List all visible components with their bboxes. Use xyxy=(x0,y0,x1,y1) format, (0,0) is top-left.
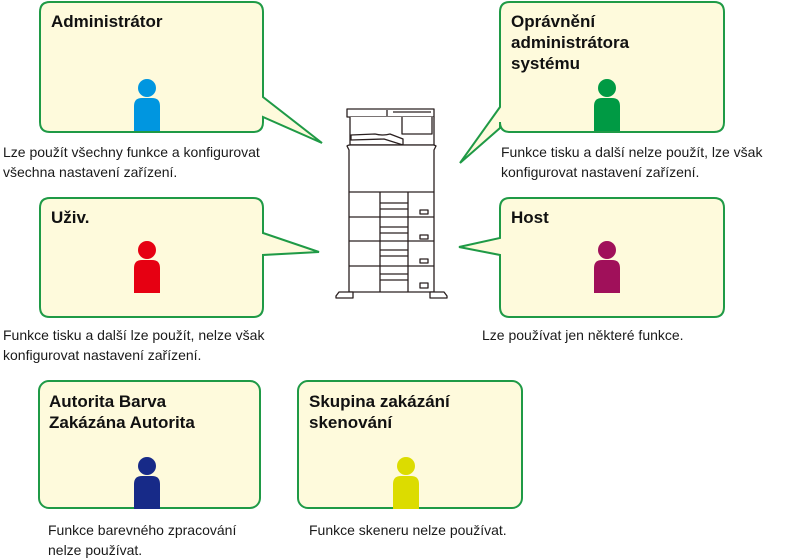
role-description-system-admin: Funkce tisku a další nelze použít, lze v… xyxy=(501,144,763,180)
bubble-user xyxy=(39,197,320,318)
person-icon xyxy=(134,457,160,509)
role-title-system-admin: Oprávnění administrátora systému xyxy=(511,12,630,73)
bubble-administrator xyxy=(39,1,323,144)
person-icon xyxy=(393,457,419,509)
role-description-user: Funkce tisku a další lze použít, nelze v… xyxy=(3,327,265,363)
role-description-scan-disabled: Funkce skeneru nelze používat. xyxy=(309,522,507,538)
role-description-administrator: Lze použít všechny funkce a konfigurovat… xyxy=(3,144,260,180)
multifunction-printer-icon xyxy=(335,108,448,299)
role-title-guest: Host xyxy=(511,208,549,227)
person-icon xyxy=(134,79,160,131)
role-description-guest: Lze používat jen některé funkce. xyxy=(482,327,684,343)
role-title-scan-disabled: Skupina zakázání skenování xyxy=(309,392,450,432)
role-description-color-disabled: Funkce barevného zpracování nelze použív… xyxy=(48,522,237,558)
role-title-administrator: Administrátor xyxy=(51,12,163,31)
bubble-guest xyxy=(458,197,725,318)
bubble-system-admin xyxy=(459,1,725,164)
person-icon xyxy=(594,79,620,131)
role-title-color-disabled: Autorita Barva Zakázána Autorita xyxy=(49,392,195,432)
role-title-user: Uživ. xyxy=(51,208,90,227)
person-icon xyxy=(134,241,160,293)
person-icon xyxy=(594,241,620,293)
